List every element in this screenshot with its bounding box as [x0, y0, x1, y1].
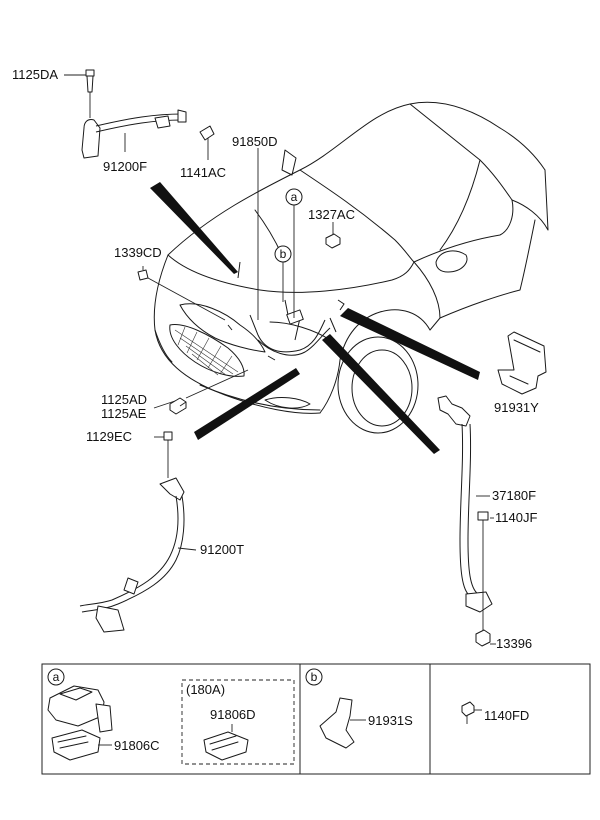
part-1327ac-bolt [325, 222, 341, 249]
svg-text:b: b [280, 247, 287, 261]
part-1339cd-clip [137, 266, 226, 321]
part-91200f-group [81, 69, 215, 160]
label-37180f: 37180F [492, 488, 536, 503]
pointer-wedges [150, 182, 480, 454]
label-1140jf: 1140JF [495, 510, 537, 525]
label-91806d: 91806D [210, 707, 256, 722]
label-1125ad: 1125AD [101, 392, 147, 407]
label-91200t: 91200T [200, 542, 244, 557]
label-1327ac: 1327AC [308, 207, 355, 222]
label-1129ec: 1129EC [86, 429, 132, 444]
label-91200f: 91200F [103, 159, 147, 174]
svg-text:b: b [311, 670, 318, 684]
label-91850d: 91850D [232, 134, 278, 149]
part-labels: 1125DA 91200F 1141AC 91850D 1327AC 1339C… [12, 67, 539, 651]
car-illustration [153, 101, 549, 434]
inset-section-a: a 91806C (180A) 91806D [47, 668, 295, 765]
label-1141ac: 1141AC [180, 165, 226, 180]
label-91931s: 91931S [368, 713, 413, 728]
part-1125ad-bolt [169, 397, 187, 415]
label-1125ae: 1125AE [101, 406, 147, 421]
label-1140fd: 1140FD [484, 708, 529, 723]
inset-section-b: b 91931S [305, 668, 413, 749]
label-180a: (180A) [186, 682, 225, 697]
part-91931y-bracket [497, 331, 547, 395]
label-1125da: 1125DA [12, 67, 58, 82]
callout-b: b [274, 245, 292, 263]
svg-text:a: a [291, 190, 298, 204]
label-91806c: 91806C [114, 738, 160, 753]
part-37180f-group [437, 395, 493, 647]
part-91200t-group [79, 431, 197, 633]
label-13396: 13396 [496, 636, 532, 651]
label-91931y: 91931Y [494, 400, 539, 415]
inset-table: a 91806C (180A) 91806D b 91931S [41, 663, 591, 775]
svg-text:a: a [53, 670, 60, 684]
inset-section-c: 1140FD [461, 701, 529, 724]
grille-mesh [174, 326, 239, 376]
label-1339cd: 1339CD [114, 245, 162, 260]
callout-a: a [285, 188, 303, 206]
